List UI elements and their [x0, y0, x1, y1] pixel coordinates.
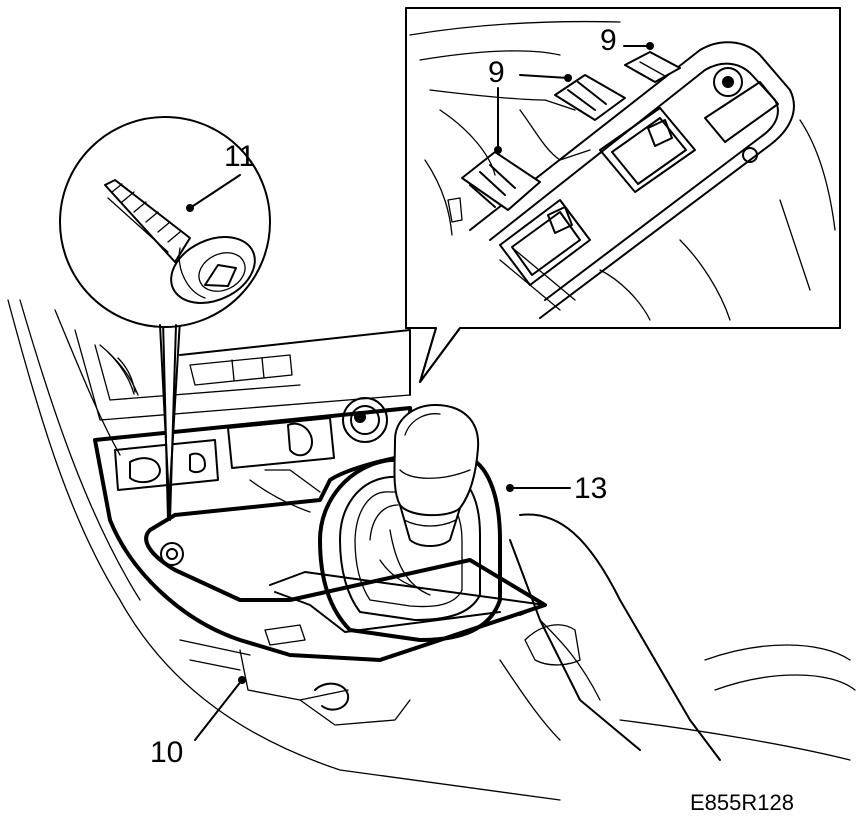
callout-9-upper: 9: [600, 24, 617, 57]
callout-13: 13: [574, 472, 607, 505]
figure-code: E855R128: [690, 790, 794, 815]
leader-lines: [186, 42, 654, 741]
gear-boot: [269, 404, 546, 642]
callout-11: 11: [224, 140, 255, 173]
callout-10: 10: [150, 736, 183, 769]
callout-9-lower: 9: [488, 56, 505, 89]
inset-detail: [405, 7, 841, 383]
console-panel: [93, 397, 547, 662]
magnifier: [59, 116, 271, 521]
console-body: [7, 299, 856, 801]
